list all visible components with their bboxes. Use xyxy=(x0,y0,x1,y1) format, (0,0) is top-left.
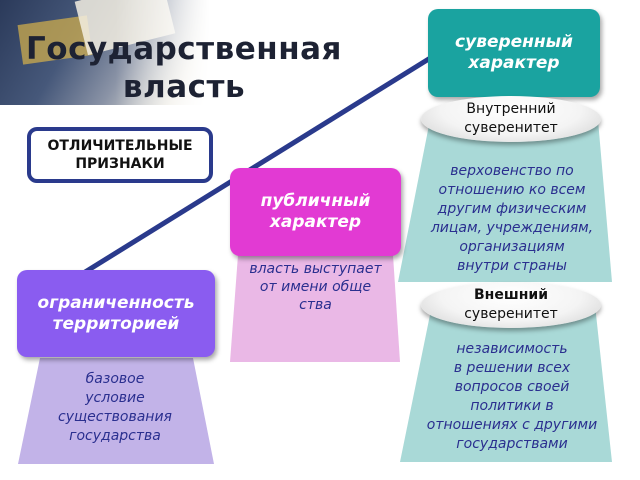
feature-sovereign-box: суверенный характер xyxy=(428,9,600,97)
caption-line: независимость xyxy=(456,341,568,357)
caption-line: лицам, учреждениям, xyxy=(430,220,594,236)
caption-line: внутри страны xyxy=(457,258,567,274)
caption-line: базовое xyxy=(85,371,145,387)
external-sovereignty-label-2: суверенитет xyxy=(464,306,558,322)
caption-line: в решении всех xyxy=(453,360,571,376)
caption-line: власть выступает xyxy=(249,261,382,277)
trapezoid-territory xyxy=(18,358,214,464)
caption-line: верховенство по xyxy=(450,163,574,179)
feature-public-caption: власть выступает от имени обще ства xyxy=(230,260,401,314)
feature-territory-caption: базовое условие существования государств… xyxy=(40,370,190,446)
title-line-1: Государственная xyxy=(26,31,342,67)
feature-sovereign-label-2: характер xyxy=(468,53,560,73)
trapezoid-public xyxy=(230,255,400,362)
feature-territory-label-2: территорией xyxy=(52,313,180,334)
caption-line: государствами xyxy=(456,436,568,452)
internal-sovereignty-label-2: суверенитет xyxy=(464,120,558,136)
caption-line: организациям xyxy=(459,239,565,255)
internal-sovereignty-caption: верховенство по отношению ко всем другим… xyxy=(408,162,616,276)
caption-line: ства xyxy=(299,297,332,313)
external-sovereignty-label-1: Внешний xyxy=(474,287,548,303)
caption-line: вопросов своей xyxy=(454,379,570,395)
caption-line: условие xyxy=(85,390,145,406)
feature-territory-box: ограниченность территорией xyxy=(17,270,215,357)
title-line-2: власть xyxy=(122,69,246,105)
internal-sovereignty-label-1: Внутренний xyxy=(466,101,556,117)
caption-line: государства xyxy=(69,428,161,444)
trapezoid-internal xyxy=(398,120,612,282)
trapezoid-external xyxy=(400,305,612,462)
feature-sovereign-label-1: суверенный xyxy=(455,32,573,52)
feature-public-label-1: публичный xyxy=(260,191,371,211)
feature-public-label-2: характер xyxy=(269,212,362,232)
caption-line: другим физическим xyxy=(437,201,587,217)
caption-line: отношению ко всем xyxy=(438,182,586,198)
caption-line: существования xyxy=(58,409,172,425)
distinctive-features-badge: ОТЛИЧИТЕЛЬНЫЕ ПРИЗНАКИ xyxy=(27,127,213,183)
caption-line: от имени обще xyxy=(259,279,372,295)
feature-territory-label-1: ограниченность xyxy=(37,292,195,313)
page-title: Государственная власть xyxy=(24,30,344,106)
badge-line-2: ПРИЗНАКИ xyxy=(75,156,165,172)
external-sovereignty-caption: независимость в решении всех вопросов св… xyxy=(408,340,616,454)
background-photo xyxy=(0,0,210,105)
caption-line: политики в xyxy=(470,398,554,414)
external-sovereignty-pill: Внешний суверенитет xyxy=(421,282,601,328)
feature-public-box: публичный характер xyxy=(230,168,401,256)
internal-sovereignty-pill: Внутренний суверенитет xyxy=(421,96,601,142)
caption-line: отношениях с другими xyxy=(426,417,598,433)
badge-line-1: ОТЛИЧИТЕЛЬНЫЕ xyxy=(47,138,193,154)
